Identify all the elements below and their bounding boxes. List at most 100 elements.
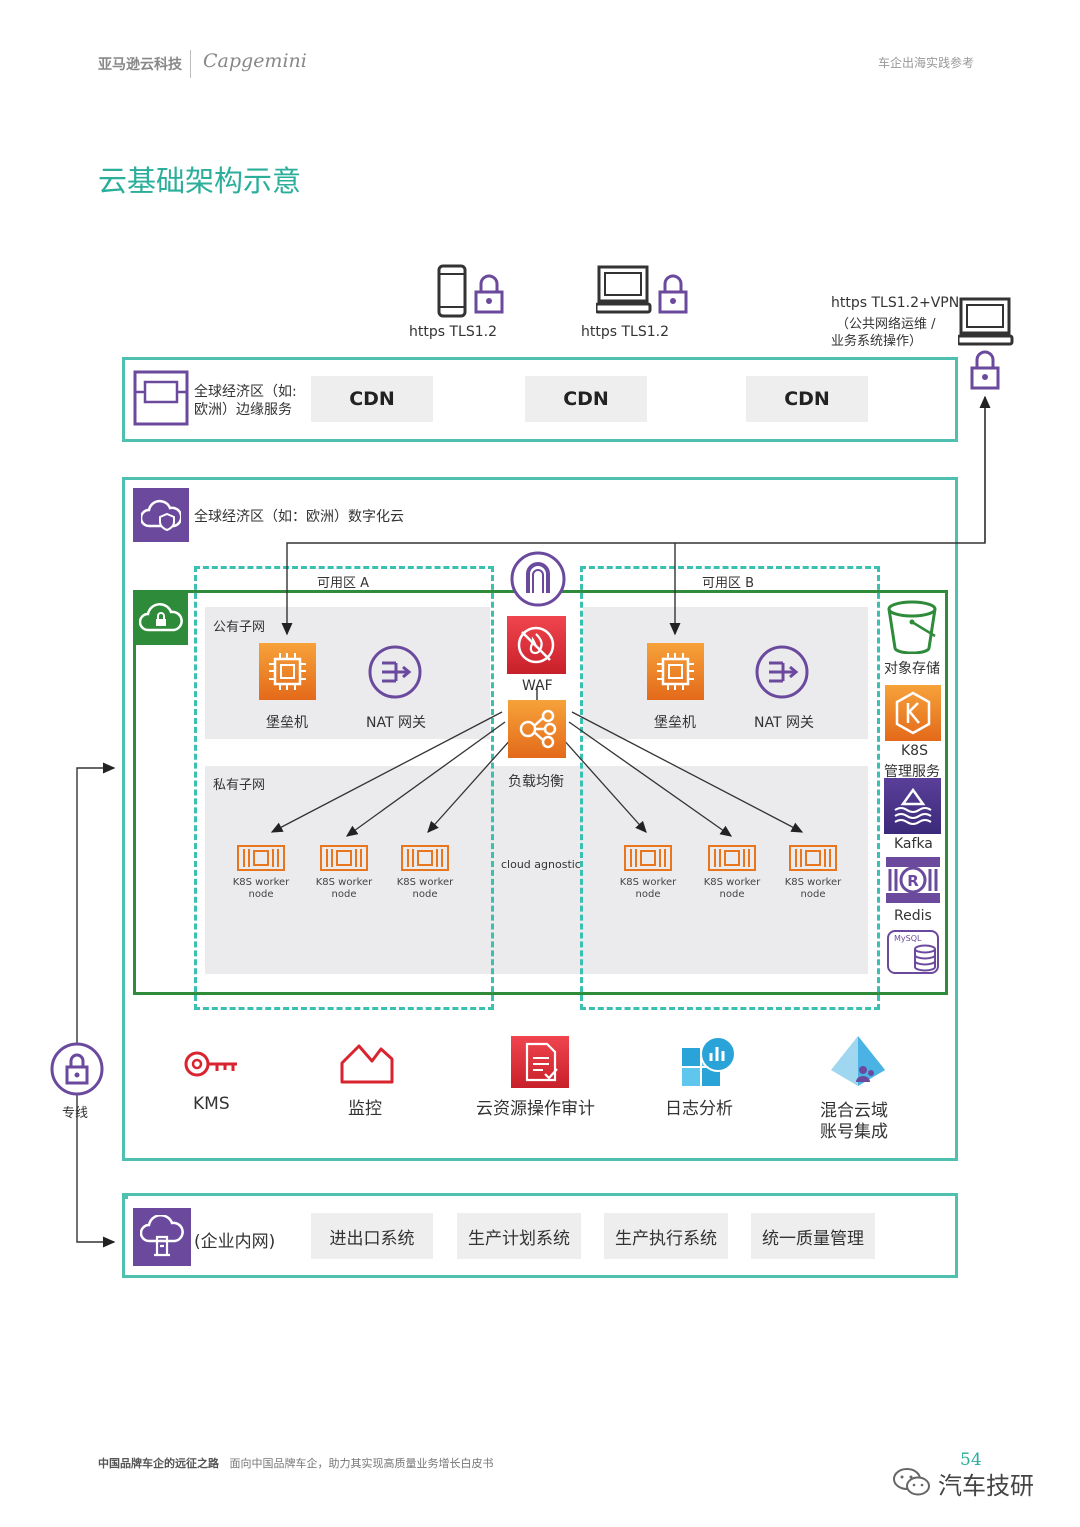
k8s-node-icon [789,845,837,871]
bucket-icon [887,600,937,654]
log-analytics-label: 日志分析 [665,1099,733,1119]
firewall-icon [517,626,555,664]
ops-protocol-label: https TLS1.2+VPN [831,295,960,311]
mysql-label: MySQL [894,934,922,943]
hybrid-cloud-icon [831,1036,885,1086]
enterprise-tile [133,1208,191,1266]
internet-gateway-icon [510,551,566,607]
wechat-icon [893,1468,930,1496]
chip-icon [269,653,306,690]
mysql-box: MySQL [887,930,939,974]
cloud-lock-icon [138,602,183,631]
bastion-b-label: 堡垒机 [654,715,696,731]
public-subnet-a [205,607,490,739]
nat-gateway-b-icon [755,645,809,699]
k8s-node-sublabel: node [635,889,661,900]
cloudtrail-icon [525,1042,558,1082]
kafka-label: Kafka [894,836,933,852]
audit-tile [511,1036,569,1088]
monitor-icon [340,1044,394,1084]
cdn-node-1: CDN [311,376,433,422]
svg-text:R: R [907,872,919,890]
k8s-node-sublabel: node [412,889,438,900]
footer-subtitle: 面向中国品牌车企，助力其实现高质量业务增长白皮书 [229,1457,494,1470]
ops-desktop-lock-icon [958,297,1014,390]
object-storage-label: 对象存储 [884,661,940,677]
bastion-a-tile [259,643,316,700]
waf-tile [507,616,566,674]
system-import-export: 进出口系统 [311,1213,433,1259]
public-subnet-label: 公有子网 [213,620,266,635]
k8s-node-label: K8S worker [232,877,290,888]
database-icon [914,944,936,972]
edge-services-box [122,357,958,442]
dedicated-line-label: 专线 [62,1106,89,1121]
cloud-region-tile [133,488,189,542]
footer-series-title: 中国品牌车企的远征之路 [98,1457,219,1470]
private-subnet [205,766,868,974]
k8s-node-icon [708,845,756,871]
k8s-node-label: K8S worker [703,877,761,888]
enterprise-label: (企业内网) [194,1232,276,1252]
k8s-mgmt-sublabel: 管理服务 [884,764,940,780]
desktop-protocol-label: https TLS1.2 [581,324,669,340]
hybrid-cloud-label: 混合云域 [820,1101,888,1121]
enterprise-network-box [122,1193,958,1278]
k8s-node-label: K8S worker [396,877,454,888]
corporate-cloud-icon [140,1215,184,1257]
page-number: 54 [960,1450,982,1470]
aws-logo-text: 亚马逊云科技 [98,57,182,73]
k8s-node-label: K8S worker [315,877,373,888]
footer-text: 中国品牌车企的远征之路 面向中国品牌车企，助力其实现高质量业务增长白皮书 [98,1455,494,1471]
system-quality-mgmt: 统一质量管理 [751,1213,875,1259]
monitor-label: 监控 [348,1099,382,1119]
k8s-node-icon [320,845,368,871]
edge-location-icon [133,370,189,426]
k8s-mgmt-label: K8S [901,743,928,759]
desktop-lock-icon [596,265,688,314]
public-subnet-b [583,607,868,739]
availability-zone-a [194,566,494,1010]
waf-label: WAF [522,678,553,694]
k8s-node-label: K8S worker [784,877,842,888]
load-balancer-tile [508,700,566,758]
cloud-shield-icon [141,499,181,532]
kafka-icon [893,787,932,825]
bastion-b-tile [647,643,704,700]
log-analytics-icon [682,1036,736,1086]
k8s-node-sublabel: node [331,889,357,900]
header-divider [190,50,191,78]
kafka-tile [884,778,941,834]
cdn-node-2: CDN [525,376,647,422]
az-a-label: 可用区 A [317,576,370,591]
digital-cloud-box [122,477,958,1161]
digital-cloud-label: 全球经济区（如：欧洲）数字化云 [194,509,404,525]
k8s-node-sublabel: node [800,889,826,900]
page-title: 云基础架构示意 [98,164,302,198]
ops-desc-line2: 业务系统操作） [831,334,923,349]
nat-gateway-b-label: NAT 网关 [754,715,814,731]
system-production-plan: 生产计划系统 [457,1213,581,1259]
k8s-node-icon [237,845,285,871]
capgemini-logo-text: Capgemini [203,50,307,72]
cloud-agnostic-label: cloud agnostic [501,858,581,871]
availability-zone-b [580,566,880,1010]
kubernetes-icon [895,691,931,735]
nat-gateway-a-label: NAT 网关 [366,715,426,731]
kms-key-icon [184,1051,237,1077]
k8s-node-label: K8S worker [619,877,677,888]
mobile-lock-icon [437,264,504,318]
cdn-node-3: CDN [746,376,868,422]
k8s-node-icon [624,845,672,871]
chip-icon [657,653,694,690]
edge-label-line1: 全球经济区（如: [194,384,297,400]
k8s-node-sublabel: node [248,889,274,900]
k8s-node-sublabel: node [719,889,745,900]
private-subnet-label: 私有子网 [213,778,266,793]
kms-label: KMS [193,1094,230,1114]
